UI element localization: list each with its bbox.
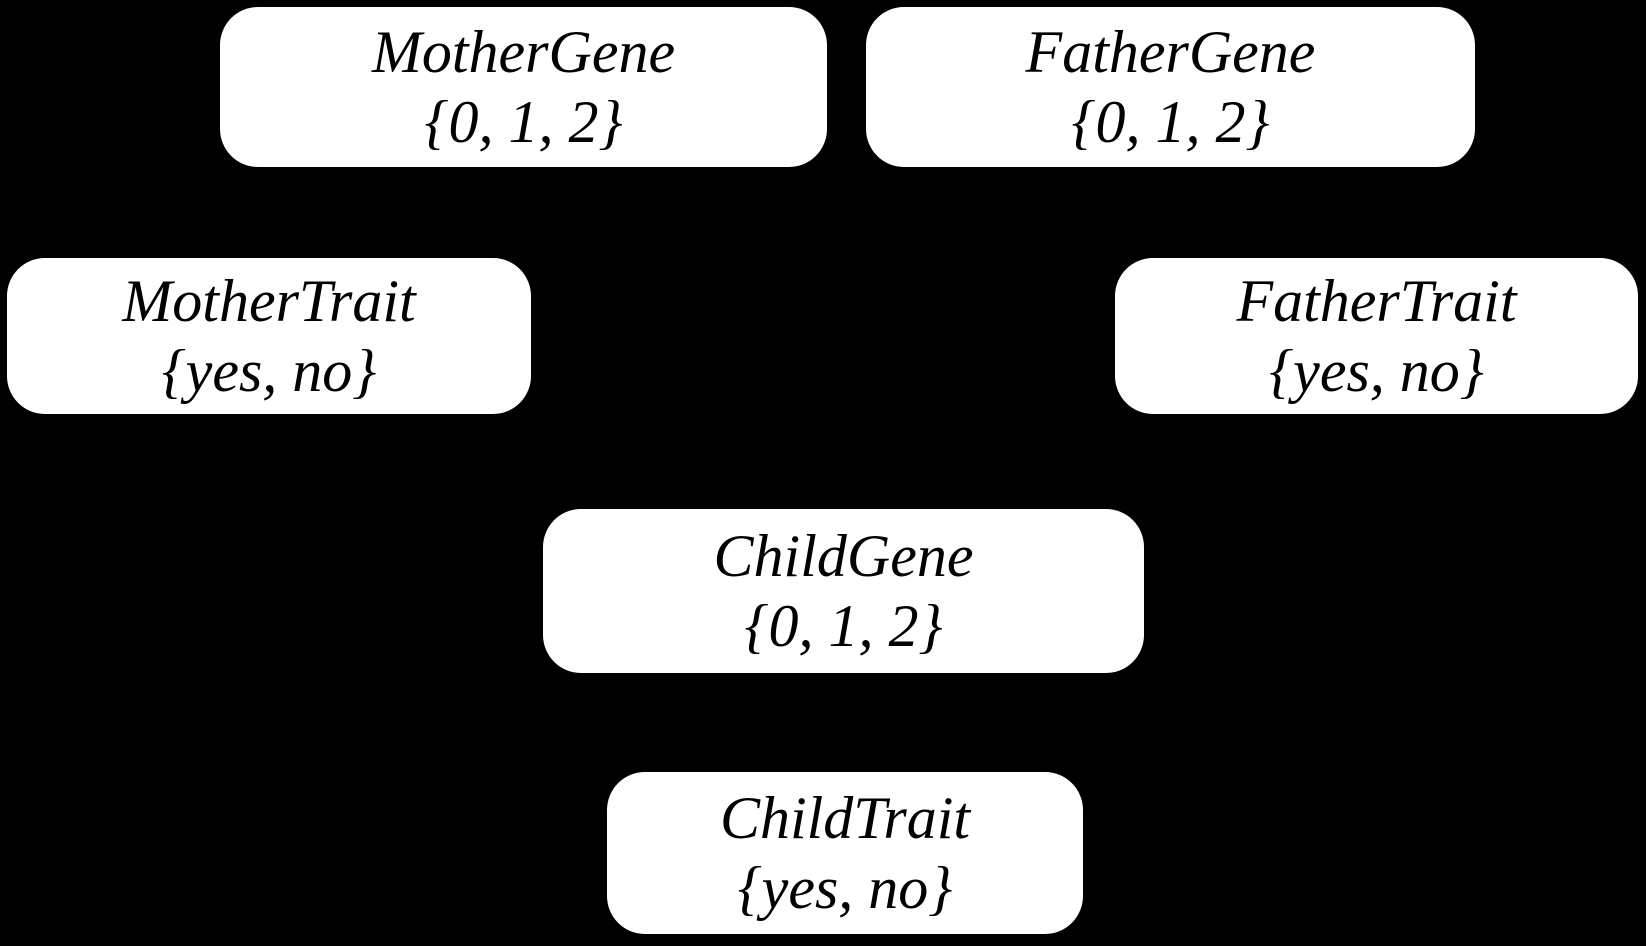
node-mother-trait-domain: {yes, no} xyxy=(161,338,377,404)
node-mother-gene-domain: {0, 1, 2} xyxy=(424,89,623,155)
node-child-trait: ChildTrait {yes, no} xyxy=(607,772,1083,934)
node-father-gene: FatherGene {0, 1, 2} xyxy=(866,7,1475,167)
node-child-trait-domain: {yes, no} xyxy=(737,855,953,921)
node-child-gene: ChildGene {0, 1, 2} xyxy=(543,509,1144,673)
node-father-trait-domain: {yes, no} xyxy=(1269,338,1484,404)
node-mother-gene-label: MotherGene xyxy=(371,19,676,85)
node-mother-gene: MotherGene {0, 1, 2} xyxy=(220,7,827,167)
node-father-gene-domain: {0, 1, 2} xyxy=(1071,89,1270,155)
node-father-gene-label: FatherGene xyxy=(1025,19,1316,85)
node-father-trait-label: FatherTrait xyxy=(1236,268,1517,334)
node-mother-trait: MotherTrait {yes, no} xyxy=(7,258,531,414)
node-child-gene-domain: {0, 1, 2} xyxy=(744,593,943,659)
node-mother-trait-label: MotherTrait xyxy=(122,268,416,334)
node-child-gene-label: ChildGene xyxy=(713,523,974,589)
node-child-trait-label: ChildTrait xyxy=(719,785,971,851)
node-father-trait: FatherTrait {yes, no} xyxy=(1115,258,1638,414)
